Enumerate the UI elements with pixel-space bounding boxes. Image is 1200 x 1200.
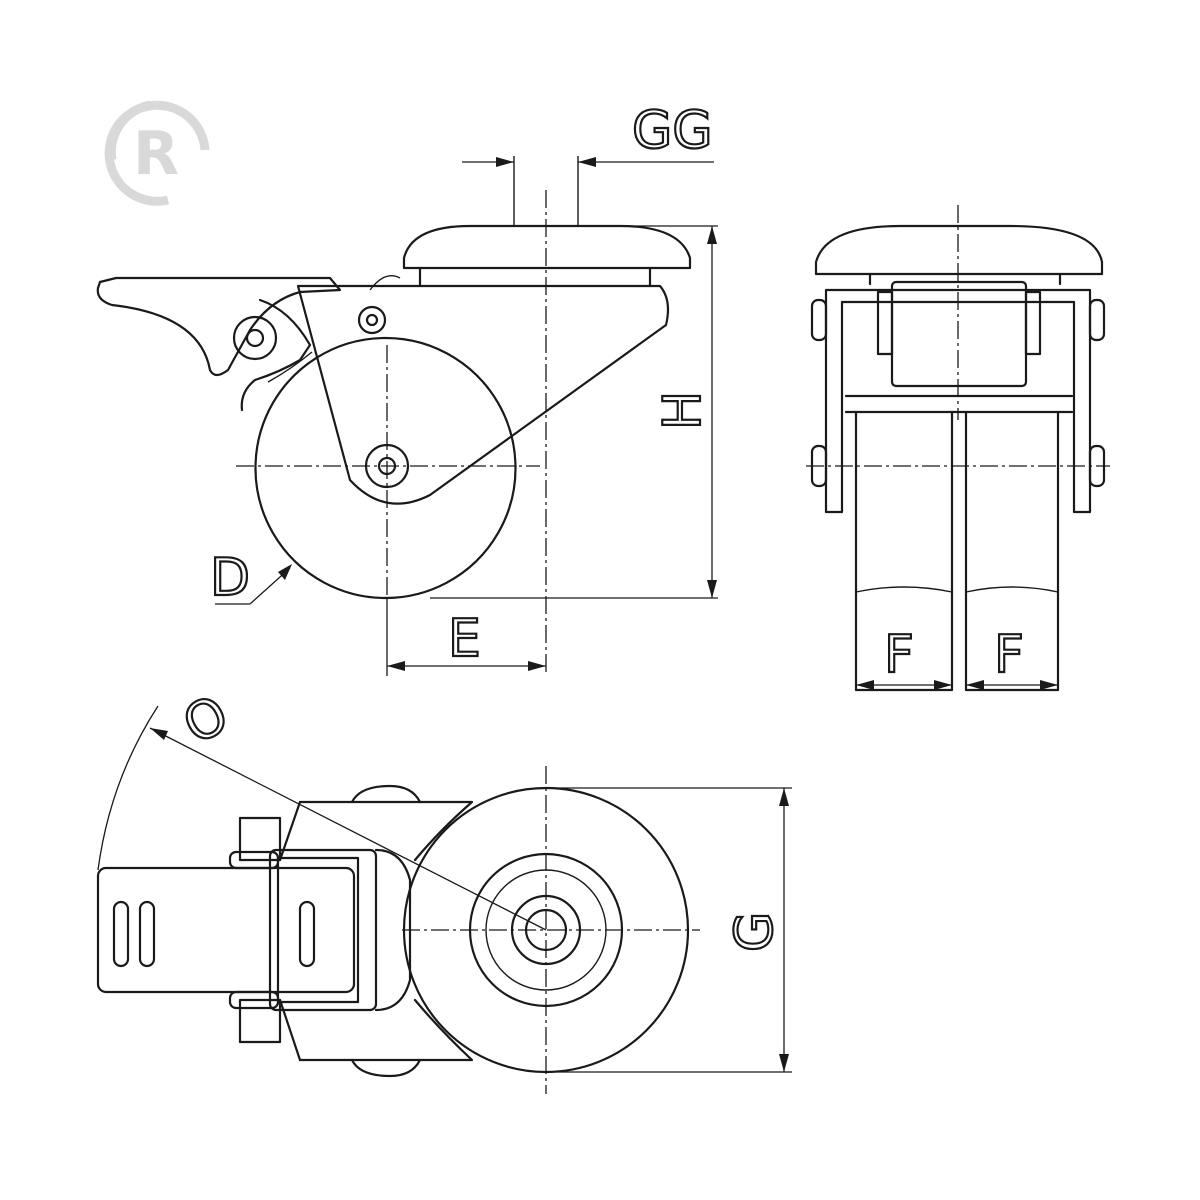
side-brake-lever — [96, 276, 342, 377]
pedal-slot-2 — [138, 900, 156, 968]
front-swivel-hub — [890, 280, 1028, 388]
side-fork — [296, 284, 670, 505]
front-view: F F — [806, 205, 1110, 692]
brand-logo-letter: R — [133, 119, 179, 189]
label-g: G — [725, 912, 785, 952]
front-wheel-left — [854, 410, 954, 692]
side-view: GG H D E — [96, 100, 718, 676]
label-d: D — [210, 548, 250, 608]
top-view: O G — [96, 683, 792, 1094]
dimension-f-left: F — [856, 624, 952, 690]
dimension-h: H — [430, 225, 718, 599]
label-f-left: F — [884, 625, 914, 685]
front-top-plate — [814, 224, 1104, 276]
label-gg: GG — [632, 101, 713, 161]
dimension-gg: GG — [462, 100, 714, 167]
front-wheel-right — [964, 410, 1060, 692]
top-brake-pedal — [96, 866, 356, 994]
front-fork — [824, 288, 1092, 514]
side-rivet — [357, 305, 387, 335]
top-fork-body — [298, 800, 474, 862]
label-f-right: F — [994, 625, 1024, 685]
label-e: E — [448, 609, 481, 669]
label-h: H — [653, 391, 713, 430]
side-wheel — [254, 336, 517, 600]
dimension-d: D — [209, 547, 292, 609]
top-mount-plate — [268, 848, 378, 1012]
side-top-plate — [402, 224, 692, 270]
dimension-e: E — [386, 600, 546, 676]
dimension-f-right: F — [966, 624, 1058, 690]
brand-logo: R — [104, 100, 210, 206]
pedal-slot-1 — [112, 900, 130, 968]
dimension-g: G — [546, 787, 792, 1073]
pedal-slot-3 — [298, 900, 316, 968]
